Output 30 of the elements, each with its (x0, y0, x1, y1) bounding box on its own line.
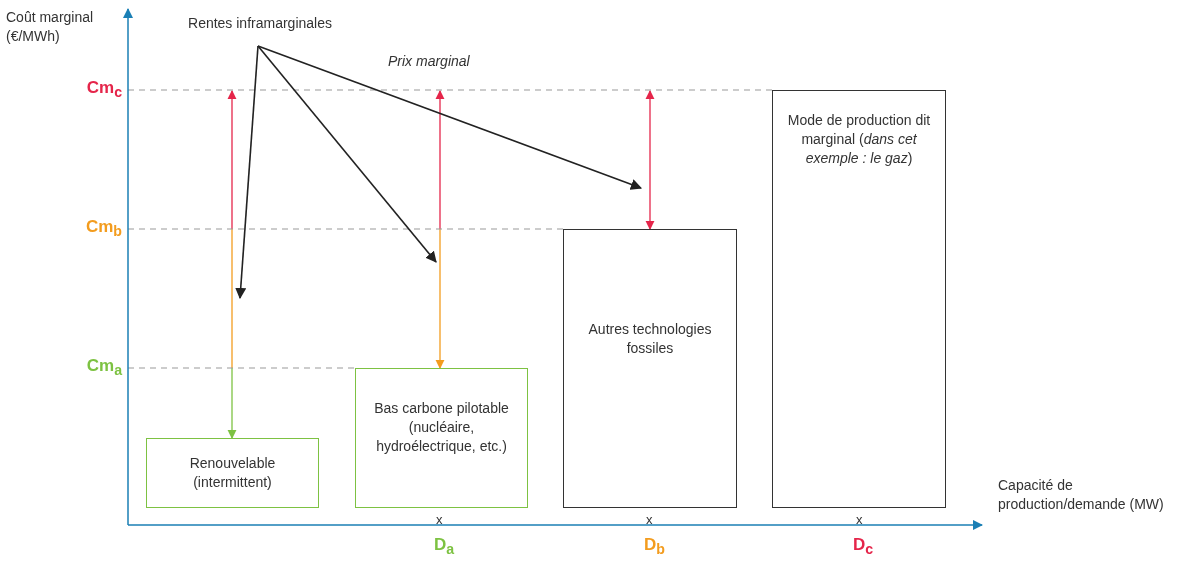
demand-level-label: D$_{a}$ (434, 534, 455, 560)
tick-mark: x (646, 511, 653, 529)
rent-arrow (227, 90, 237, 439)
tick-mark: x (856, 511, 863, 529)
rent-arrow (645, 90, 655, 230)
tick-mark: x (436, 511, 443, 529)
box-label: Autres technologies fossiles (587, 320, 713, 358)
technology-box (563, 229, 737, 508)
price-label: Prix marginal (388, 52, 470, 71)
callout-text: Rentes inframarginales (180, 12, 340, 46)
demand-level-label: D$_{c}$ (853, 534, 874, 560)
technology-box (772, 90, 946, 508)
technology-box (355, 368, 528, 508)
box-label: Mode de production dit marginal (dans cet exemple : le gaz) (786, 111, 932, 168)
axis-title: Coût marginal (€/MWh) (6, 8, 95, 46)
cost-level-label: Cm$_{a}$ (66, 355, 128, 381)
dashed-guide-line (127, 367, 356, 369)
box-label: Bas carbone pilotable (nucléaire, hydroélectrique, etc.) (373, 399, 510, 456)
rent-arrow (435, 90, 445, 369)
axis-title: Capacité de production/demande (MW) (998, 476, 1165, 514)
demand-level-label: D$_{b}$ (644, 534, 665, 560)
leader-arrow (257, 45, 437, 263)
dashed-guide-line (127, 228, 564, 230)
cost-level-label: Cm$_{b}$ (66, 216, 128, 242)
leader-arrow (257, 45, 643, 190)
technology-box (146, 438, 319, 508)
box-label: Renouvelable (intermittent) (188, 454, 277, 492)
leader-arrow (235, 45, 259, 300)
cost-level-label: Cm$_{c}$ (66, 77, 128, 103)
dashed-guide-line (127, 89, 773, 91)
